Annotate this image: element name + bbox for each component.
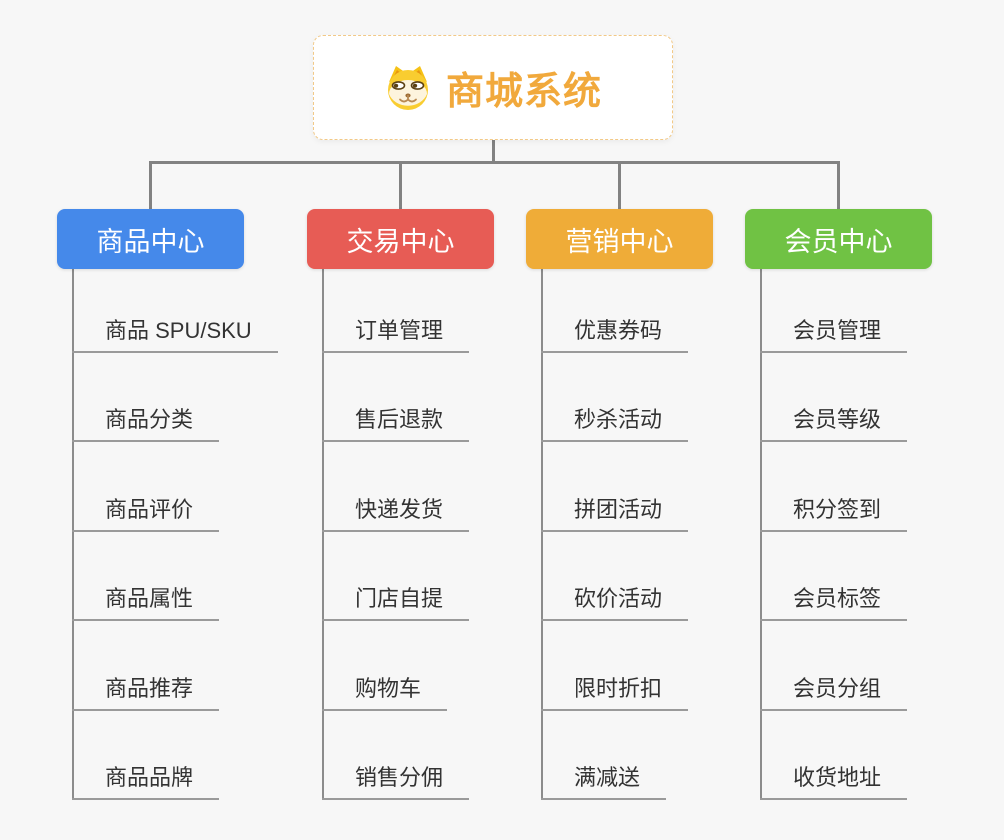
node-member-management[interactable]: 会员管理	[760, 317, 908, 353]
root-node[interactable]: 商城系统	[313, 35, 673, 140]
node-product-category[interactable]: 商品分类	[72, 406, 220, 442]
node-order-management[interactable]: 订单管理	[322, 317, 470, 353]
node-member-level[interactable]: 会员等级	[760, 406, 908, 442]
root-title: 商城系统	[445, 71, 602, 113]
node-product-spu-sku[interactable]: 商品 SPU/SKU	[72, 317, 278, 353]
branch-trunk-marketing	[541, 269, 543, 800]
connector-drop-trade	[399, 161, 402, 209]
branch-header-product[interactable]: 商品中心	[57, 209, 244, 269]
node-product-recommend[interactable]: 商品推荐	[72, 675, 220, 711]
connector-horizontal	[149, 161, 840, 164]
branch-header-member[interactable]: 会员中心	[745, 209, 932, 269]
node-shopping-cart[interactable]: 购物车	[322, 675, 448, 711]
node-product-attribute[interactable]: 商品属性	[72, 585, 220, 621]
node-time-limited-discount[interactable]: 限时折扣	[541, 675, 689, 711]
connector-drop-marketing	[618, 161, 621, 209]
connector-drop-product	[149, 161, 152, 209]
node-product-brand[interactable]: 商品品牌	[72, 764, 220, 800]
node-store-pickup[interactable]: 门店自提	[322, 585, 470, 621]
branch-trunk-trade	[322, 269, 324, 800]
branch-trunk-member	[760, 269, 762, 800]
connector-drop-member	[837, 161, 840, 209]
node-group-buy[interactable]: 拼团活动	[541, 496, 689, 532]
node-aftersale-refund[interactable]: 售后退款	[322, 406, 470, 442]
node-express-shipping[interactable]: 快递发货	[322, 496, 470, 532]
node-shipping-address[interactable]: 收货地址	[760, 764, 908, 800]
node-member-tag[interactable]: 会员标签	[760, 585, 908, 621]
connector-root-trunk	[492, 140, 495, 164]
node-coupon-code[interactable]: 优惠券码	[541, 317, 689, 353]
node-flash-sale[interactable]: 秒杀活动	[541, 406, 689, 442]
doge-icon	[384, 64, 432, 112]
node-product-review[interactable]: 商品评价	[72, 496, 220, 532]
branch-trunk-product	[72, 269, 74, 800]
branch-header-marketing[interactable]: 营销中心	[526, 209, 713, 269]
node-points-checkin[interactable]: 积分签到	[760, 496, 908, 532]
node-full-reduction[interactable]: 满减送	[541, 764, 667, 800]
branch-header-trade[interactable]: 交易中心	[307, 209, 494, 269]
node-sales-commission[interactable]: 销售分佣	[322, 764, 470, 800]
node-bargain-activity[interactable]: 砍价活动	[541, 585, 689, 621]
node-member-group[interactable]: 会员分组	[760, 675, 908, 711]
